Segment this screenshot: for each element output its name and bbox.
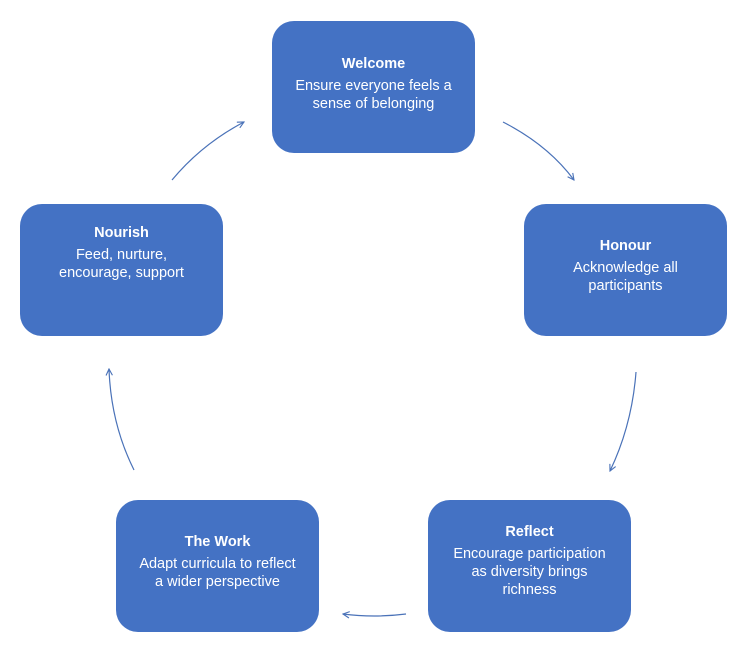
arrow-nourish-to-welcome: [171, 122, 244, 181]
cycle-node-nourish: Nourish Feed, nurture, encourage, suppor…: [20, 204, 223, 336]
arrow-welcome-to-honour: [502, 121, 574, 180]
cycle-node-welcome: Welcome Ensure everyone feels a sense of…: [272, 21, 475, 153]
cycle-node-reflect: Reflect Encourage participation as diver…: [428, 500, 631, 632]
node-description: Ensure everyone feels a sense of belongi…: [295, 78, 452, 112]
node-description: Adapt curricula to reflect a wider persp…: [139, 556, 296, 590]
node-title: Welcome: [341, 56, 406, 72]
cycle-node-honour: Honour Acknowledge all participants: [524, 204, 727, 336]
node-description: Feed, nurture, encourage, support: [59, 247, 184, 281]
node-title: Nourish: [94, 225, 149, 241]
arrow-work-to-nourish: [109, 369, 135, 471]
node-title: Honour: [599, 238, 652, 254]
node-title: The Work: [184, 534, 251, 550]
arrow-reflect-to-work: [343, 614, 407, 616]
arrow-honour-to-reflect: [610, 371, 637, 471]
node-description: Encourage participation as diversity bri…: [453, 546, 606, 598]
cycle-node-the-work: The Work Adapt curricula to reflect a wi…: [116, 500, 319, 632]
node-description: Acknowledge all participants: [573, 260, 678, 294]
node-title: Reflect: [505, 524, 554, 540]
